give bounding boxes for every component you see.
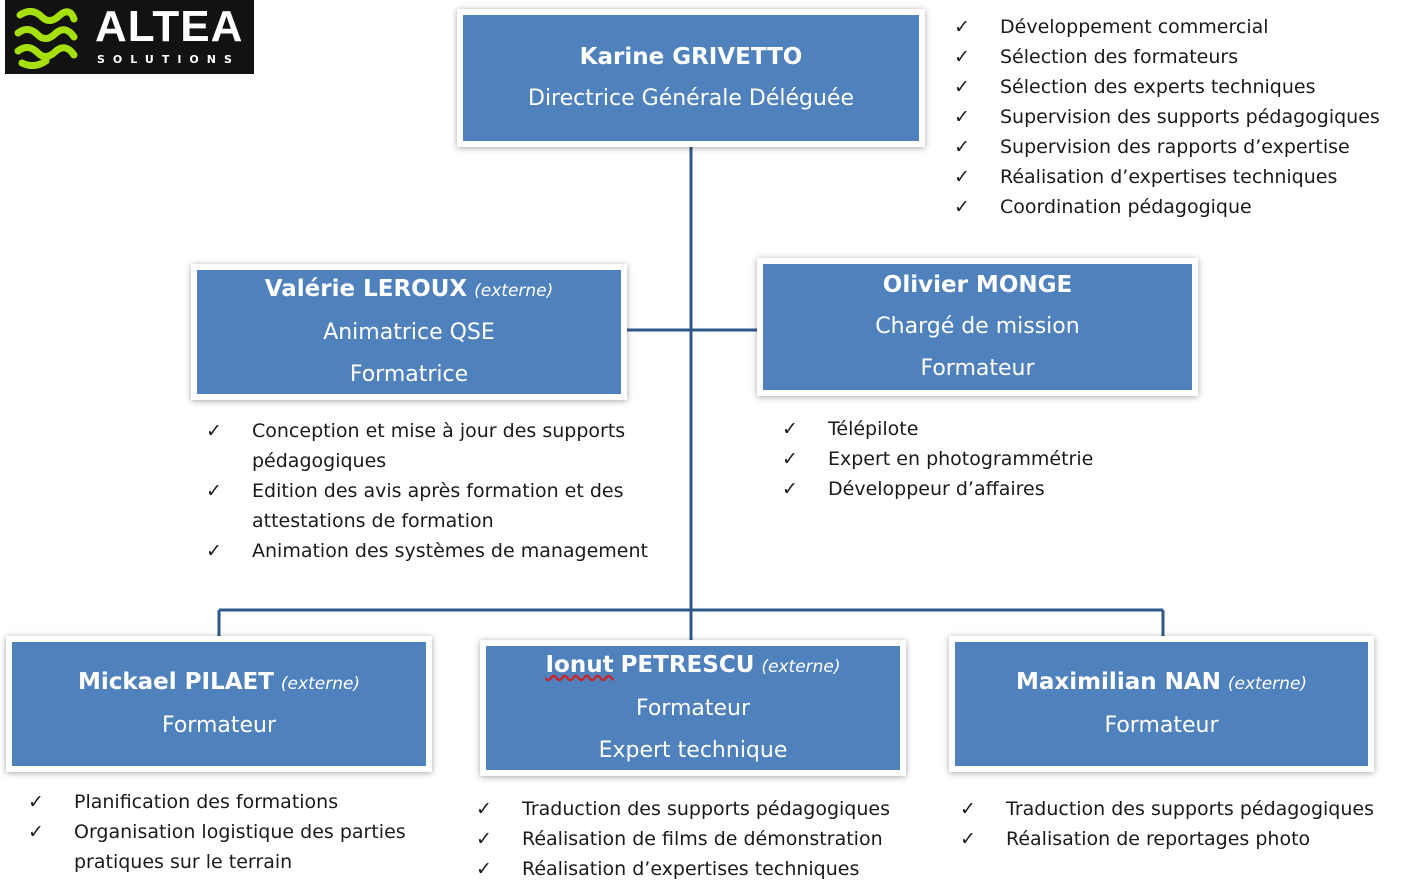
maximilian-box: Maximilian NAN (externe) Formateur [949,636,1374,772]
check-icon: ✓ [476,828,492,850]
olivier-name: Olivier MONGE [882,272,1073,298]
list-item: ✓Télépilote [782,414,1093,444]
check-icon: ✓ [206,540,222,562]
mickael-name: Mickael PILAET [77,669,274,695]
olivier-role: Chargé de mission [875,314,1080,339]
check-icon: ✓ [206,480,222,502]
logo-subtitle: SOLUTIONS [97,53,240,66]
olivier-box: Olivier MONGE Chargé de mission Formateu… [757,258,1198,396]
altea-logo: ALTEA SOLUTIONS [5,0,254,74]
valerie-tag: (externe) [474,281,554,301]
list-item: ✓Traduction des supports pédagogiques [960,794,1374,824]
list-item: ✓Réalisation de reportages photo [960,824,1374,854]
list-item: ✓Sélection des formateurs [954,42,1380,72]
check-icon: ✓ [782,478,798,500]
ceo-box: Karine GRIVETTO Directrice Générale Délé… [457,9,925,147]
list-item: ✓Traduction des supports pédagogiques [476,794,890,824]
ionut-heading: Ionut PETRESCU (externe) [545,644,840,688]
maximilian-name: Maximilian NAN [1015,669,1221,695]
valerie-role: Formatrice [349,362,469,387]
ionut-role: Expert technique [598,738,788,763]
mickael-tag: (externe) [280,674,361,694]
ceo-title: Directrice Générale Déléguée [528,86,854,111]
check-icon: ✓ [476,858,492,880]
ionut-box: Ionut PETRESCU (externe) Formateur Exper… [480,640,906,776]
olivier-task-list: ✓Télépilote ✓Expert en photogrammétrie ✓… [782,414,1093,504]
check-icon: ✓ [954,46,970,68]
check-icon: ✓ [954,76,970,98]
list-item: ✓Sélection des experts techniques [954,72,1380,102]
list-item: ✓Planification des formations [28,787,406,817]
check-icon: ✓ [954,166,970,188]
maximilian-tag: (externe) [1227,674,1308,694]
ionut-tag: (externe) [761,657,841,677]
check-icon: ✓ [954,196,970,218]
maximilian-task-list: ✓Traduction des supports pédagogiques ✓R… [960,794,1374,854]
check-icon: ✓ [782,418,798,440]
maximilian-heading: Maximilian NAN (externe) [1016,661,1307,705]
ionut-role: Formateur [635,696,751,721]
list-item: ✓Développement commercial [954,12,1380,42]
check-icon: ✓ [206,420,222,442]
ceo-task-list: ✓Développement commercial ✓Sélection des… [954,12,1380,222]
check-icon: ✓ [954,16,970,38]
check-icon: ✓ [960,828,976,850]
ionut-first-name: Ionut [545,652,614,678]
check-icon: ✓ [782,448,798,470]
list-item: ✓Réalisation d’expertises techniques [954,162,1380,192]
logo-name: ALTEA [95,2,244,51]
list-item: ✓Supervision des supports pédagogiques [954,102,1380,132]
valerie-box: Valérie LEROUX (externe) Animatrice QSE … [191,264,627,400]
maximilian-role: Formateur [1104,713,1219,738]
check-icon: ✓ [28,821,44,843]
check-icon: ✓ [28,791,44,813]
logo-mark-icon [14,8,78,69]
list-item: ✓Expert en photogrammétrie [782,444,1093,474]
olivier-role: Formateur [920,356,1035,381]
valerie-role: Animatrice QSE [323,320,495,345]
valerie-heading: Valérie LEROUX (externe) [265,268,554,312]
mickael-task-list: ✓Planification des formations ✓Organisat… [28,787,406,877]
check-icon: ✓ [476,798,492,820]
list-item: ✓Réalisation d’expertises techniques [476,854,890,884]
list-item: ✓Réalisation de films de démonstration [476,824,890,854]
mickael-box: Mickael PILAET (externe) Formateur [6,636,432,772]
ionut-task-list: ✓Traduction des supports pédagogiques ✓R… [476,794,890,884]
check-icon: ✓ [954,136,970,158]
valerie-name: Valérie LEROUX [264,276,468,302]
mickael-heading: Mickael PILAET (externe) [78,661,360,705]
list-item: ✓Animation des systèmes de management [206,536,648,566]
list-item: ✓Développeur d’affaires [782,474,1093,504]
check-icon: ✓ [960,798,976,820]
check-icon: ✓ [954,106,970,128]
list-item: ✓Supervision des rapports d’expertise [954,132,1380,162]
mickael-role: Formateur [161,713,277,738]
ionut-last-name: PETRESCU [620,652,755,678]
list-item: ✓Edition des avis après formation et des… [206,476,648,536]
ceo-name: Karine GRIVETTO [579,44,803,70]
list-item: ✓Coordination pédagogique [954,192,1380,222]
